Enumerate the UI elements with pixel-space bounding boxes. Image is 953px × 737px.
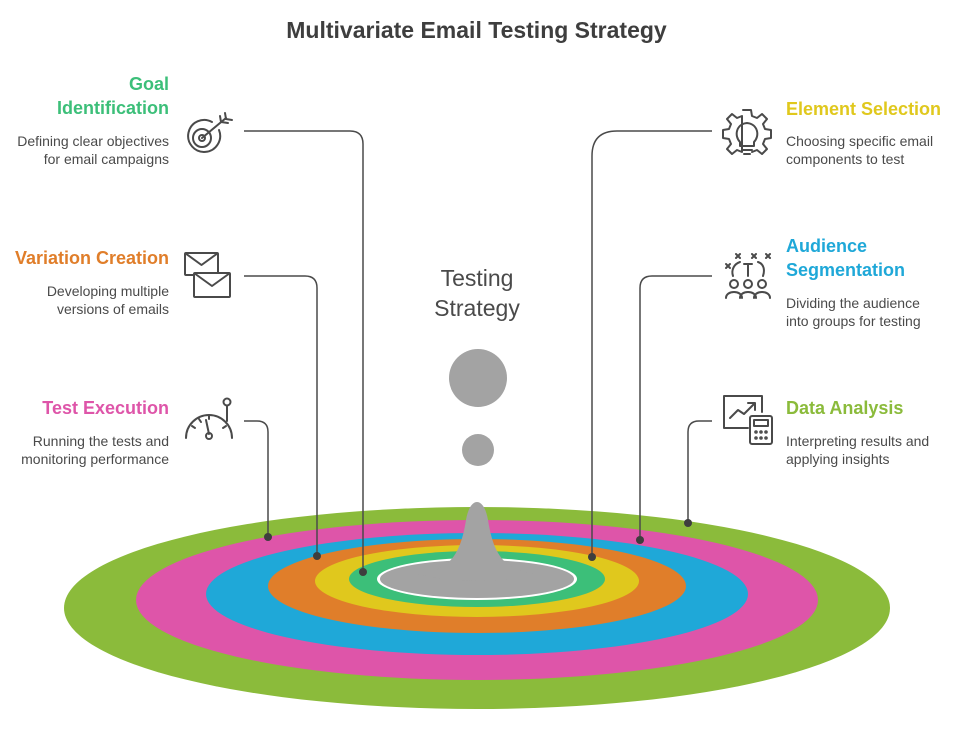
audience-description: Dividing the audience into groups for te… [786, 294, 921, 330]
speedometer-icon [185, 397, 233, 440]
center-label: Testing Strategy [400, 263, 554, 323]
connector-dot-execution [264, 533, 272, 541]
variation-description: Developing multiple versions of emails [47, 282, 169, 318]
connector-analysis [687, 420, 712, 523]
gear-lightbulb-icon [722, 109, 772, 155]
target-arrow-icon [187, 112, 233, 153]
connector-variation [244, 275, 318, 556]
connector-element [591, 130, 712, 557]
variation-description-line2: versions of emails [56, 301, 169, 317]
center-label-line1: Testing [440, 265, 514, 291]
audience-title-line2: Segmentation [786, 260, 906, 280]
element-title-line1: Element Selection [786, 99, 942, 119]
analysis-description-line1: Interpreting results and [786, 433, 930, 449]
connector-dot-goal [359, 568, 367, 576]
center-label-line2: Strategy [434, 295, 520, 321]
execution-title-line1: Test Execution [42, 398, 169, 418]
droplet-small [462, 434, 494, 466]
goal-description: Defining clear objectives for email camp… [17, 132, 169, 168]
variation-title: Variation Creation [15, 246, 169, 270]
element-description: Choosing specific email components to te… [786, 132, 933, 168]
goal-description-line1: Defining clear objectives [17, 133, 169, 149]
audience-title-line1: Audience [786, 236, 868, 256]
connector-goal [244, 130, 364, 572]
group-people-icon [725, 253, 771, 299]
element-description-line2: components to test [786, 151, 905, 167]
connector-dot-variation [313, 552, 321, 560]
connector-audience [639, 275, 712, 540]
variation-title-line1: Variation Creation [14, 248, 169, 268]
connector-execution [244, 420, 269, 537]
goal-title-line2: Identification [57, 98, 169, 118]
analysis-title-line1: Data Analysis [786, 398, 904, 418]
droplet-large [449, 349, 507, 407]
connector-dot-analysis [684, 519, 692, 527]
execution-description-line1: Running the tests and [32, 433, 169, 449]
goal-title-line1: Goal [128, 74, 169, 94]
variation-description-line1: Developing multiple [46, 283, 169, 299]
element-title: Element Selection [786, 97, 941, 121]
envelopes-icon [184, 252, 231, 298]
page-title: Multivariate Email Testing Strategy [286, 17, 667, 43]
splash-spike [418, 502, 536, 581]
execution-description: Running the tests and monitoring perform… [21, 432, 169, 468]
goal-title: Goal Identification [57, 72, 169, 120]
analysis-description-line2: applying insights [786, 451, 890, 467]
goal-description-line2: for email campaigns [43, 151, 169, 167]
analysis-title: Data Analysis [786, 396, 903, 420]
connector-dot-audience [636, 536, 644, 544]
connector-dot-element [588, 553, 596, 561]
analysis-description: Interpreting results and applying insigh… [786, 432, 929, 468]
execution-title: Test Execution [42, 396, 169, 420]
audience-description-line1: Dividing the audience [786, 295, 920, 311]
audience-description-line2: into groups for testing [786, 313, 921, 329]
chart-calculator-icon [723, 395, 773, 445]
element-description-line1: Choosing specific email [786, 133, 934, 149]
execution-description-line2: monitoring performance [21, 451, 169, 467]
audience-title: Audience Segmentation [786, 234, 905, 282]
